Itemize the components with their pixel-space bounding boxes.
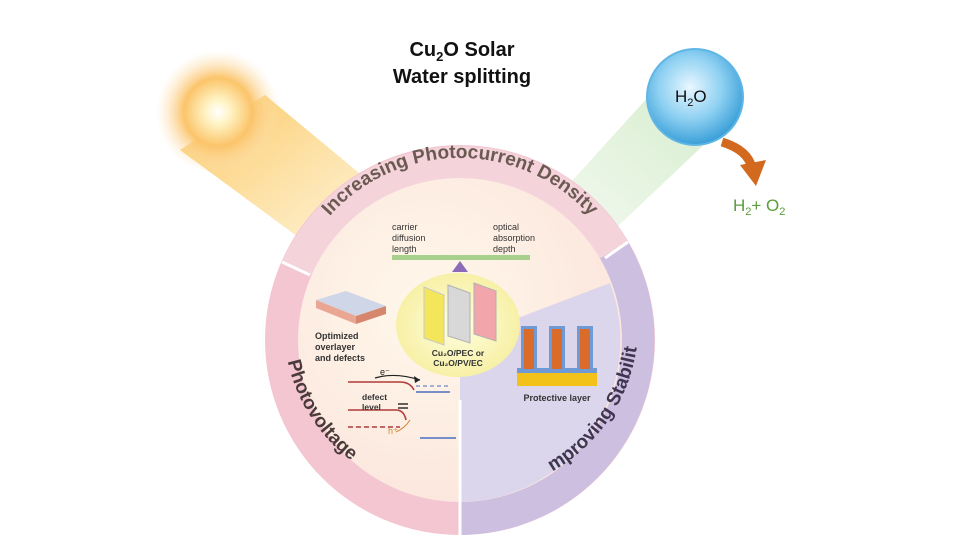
- water-label: H2O: [675, 87, 707, 109]
- products-label: H2+ O2: [733, 196, 785, 218]
- band-diagram: e⁻ h⁺ defect level: [348, 367, 456, 439]
- electron-arrowhead-icon: [414, 376, 420, 383]
- title-line1: Cu2O Solar: [409, 39, 514, 64]
- center-label-line1: Cu₂O/PEC or: [432, 348, 485, 358]
- center-device-group: Cu₂O/PEC or Cu₂O/PV/EC: [396, 273, 520, 377]
- balance-right-line3: depth: [493, 244, 516, 254]
- balance-fulcrum-icon: [452, 261, 468, 272]
- balance-group: carrier diffusion length optical absorpt…: [392, 222, 535, 272]
- reaction-arrowhead-icon: [740, 160, 766, 186]
- sun-icon: [156, 50, 280, 174]
- balance-right-line1: optical: [493, 222, 519, 232]
- balance-right-line2: absorption: [493, 233, 535, 243]
- device-plate-gray: [447, 284, 471, 344]
- protective-coating: [517, 368, 597, 373]
- balance-beam: [392, 255, 530, 260]
- overlayer-slab-end: [356, 306, 386, 324]
- water-group: H2O H2+ O2: [646, 48, 785, 218]
- protective-base: [517, 372, 597, 386]
- defect-label-line2: level: [362, 402, 381, 412]
- hole-arrow-icon: [395, 419, 411, 433]
- title-line2: Water splitting: [393, 66, 531, 88]
- overlayer-line3: and defects: [315, 353, 365, 363]
- electron-label: e⁻: [380, 367, 390, 377]
- center-label-line2: Cu₂O/PV/EC: [433, 358, 483, 368]
- overlayer-line2: overlayer: [315, 342, 356, 352]
- balance-left-line2: diffusion: [392, 233, 425, 243]
- pillar-3: [580, 329, 590, 369]
- balance-left-line3: length: [392, 244, 417, 254]
- device-plate-yellow: [423, 286, 445, 346]
- overlayer-group: Optimized overlayer and defects: [315, 291, 386, 363]
- defect-label-line1: defect: [362, 392, 387, 402]
- overlayer-slab-side: [316, 300, 356, 324]
- title-group: Cu2O Solar Water splitting: [393, 39, 531, 88]
- hole-label: h⁺: [388, 426, 398, 436]
- divider-left: [281, 260, 311, 277]
- water-droplet-icon: [646, 48, 744, 146]
- overlayer-line1: Optimized: [315, 331, 359, 341]
- overlayer-slab-icon: [316, 291, 386, 316]
- protective-group: Protective layer: [517, 326, 597, 403]
- pillar-2: [552, 329, 562, 369]
- valence-band-left: [348, 409, 407, 421]
- balance-left-line1: carrier: [392, 222, 418, 232]
- protective-label: Protective layer: [523, 393, 591, 403]
- divider-right: [604, 240, 629, 260]
- pillar-1: [524, 329, 534, 369]
- device-plate-pink: [473, 282, 497, 342]
- conduction-band-left: [348, 381, 415, 391]
